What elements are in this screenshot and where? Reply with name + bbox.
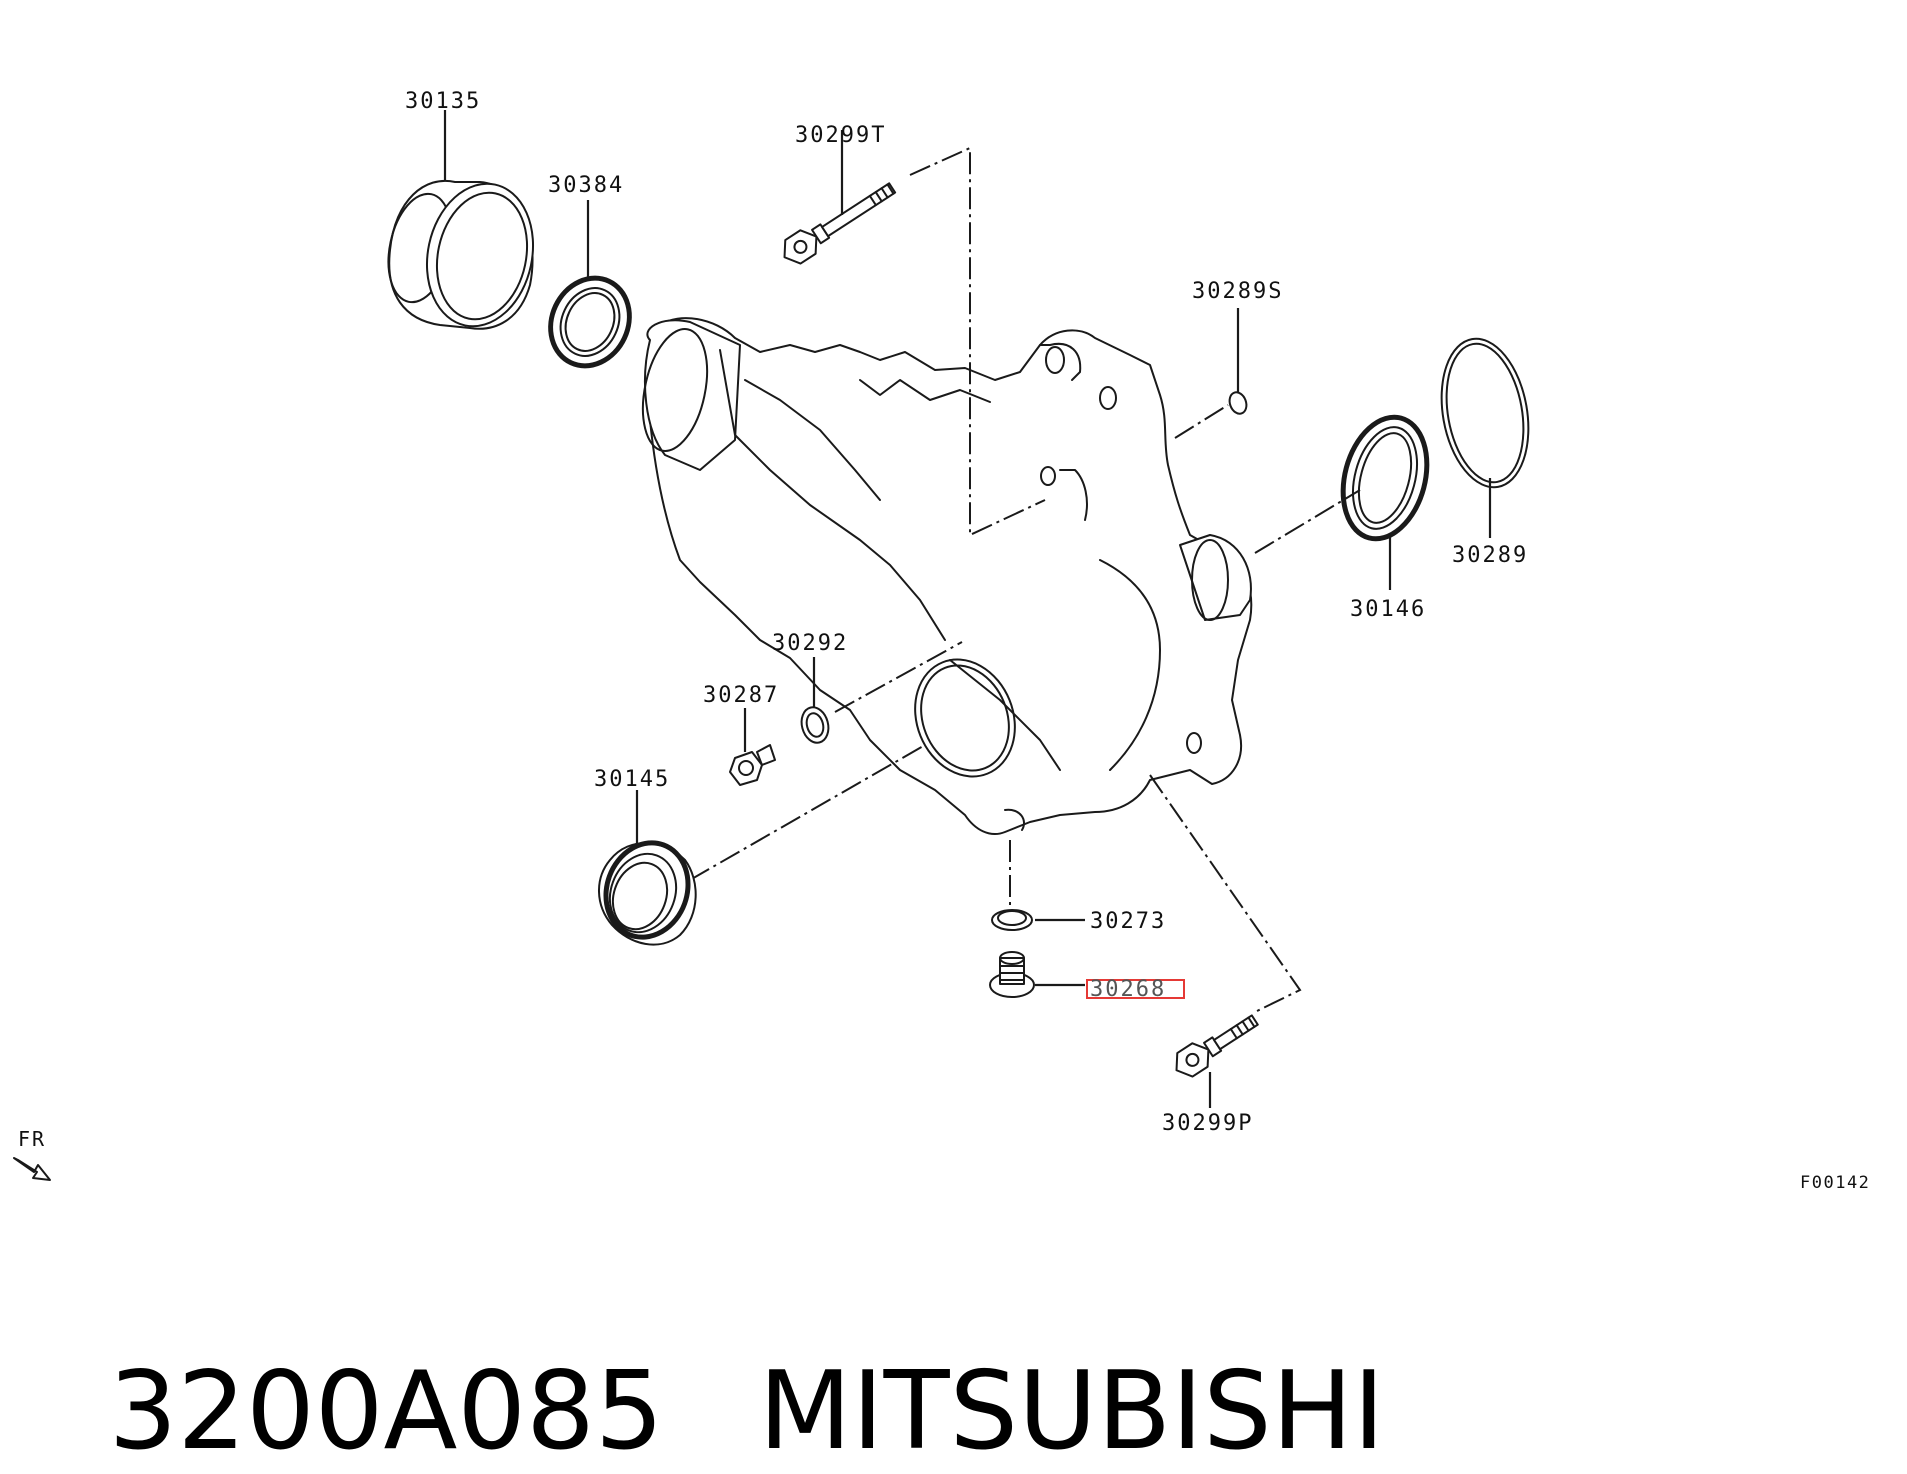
fr-arrow-icon (13, 1157, 51, 1181)
part-30299p-bolt (1175, 1014, 1259, 1108)
part-30299t-bolt (783, 130, 897, 265)
label-30146[interactable]: 30146 (1350, 597, 1426, 622)
label-30384[interactable]: 30384 (548, 173, 624, 198)
part-30384-seal (548, 200, 632, 369)
label-30299t[interactable]: 30299T (795, 123, 886, 148)
part-30145-seal (598, 790, 697, 946)
label-30289[interactable]: 30289 (1452, 543, 1528, 568)
part-30146-seal (1340, 414, 1430, 590)
label-30135[interactable]: 30135 (405, 89, 481, 114)
part-labels: 30135 30384 30299T 30289S 30289 30146 30… (405, 89, 1528, 1136)
label-30289s[interactable]: 30289S (1192, 279, 1283, 304)
label-30299p[interactable]: 30299P (1162, 1111, 1253, 1136)
part-30135-sleeve (387, 110, 535, 330)
label-30287[interactable]: 30287 (703, 683, 779, 708)
transfer-case-housing (641, 317, 1253, 835)
label-30145[interactable]: 30145 (594, 767, 670, 792)
part-30289-o-ring (1440, 337, 1530, 538)
assembly-center-lines (689, 146, 1361, 1013)
part-30289s-o-ring (1228, 308, 1248, 415)
part-30273-gasket (991, 909, 1085, 931)
part-30287-plug (729, 708, 776, 786)
part-30268-plug (989, 951, 1085, 998)
caption-part-number: 3200A085 (108, 1349, 664, 1474)
label-30273[interactable]: 30273 (1090, 909, 1166, 934)
highlight-box-30268 (1086, 979, 1185, 999)
front-direction-marker: FR (13, 1127, 51, 1181)
label-30268[interactable]: 30268 (1090, 977, 1166, 1002)
fr-label: FR (18, 1127, 46, 1151)
figure-code: F00142 (1800, 1173, 1870, 1193)
label-30292[interactable]: 30292 (772, 631, 848, 656)
caption-brand: MITSUBISHI (758, 1349, 1385, 1474)
part-30292-washer (800, 657, 830, 744)
exploded-parts-diagram: 30135 30384 30299T 30289S 30289 30146 30… (13, 89, 1870, 1193)
